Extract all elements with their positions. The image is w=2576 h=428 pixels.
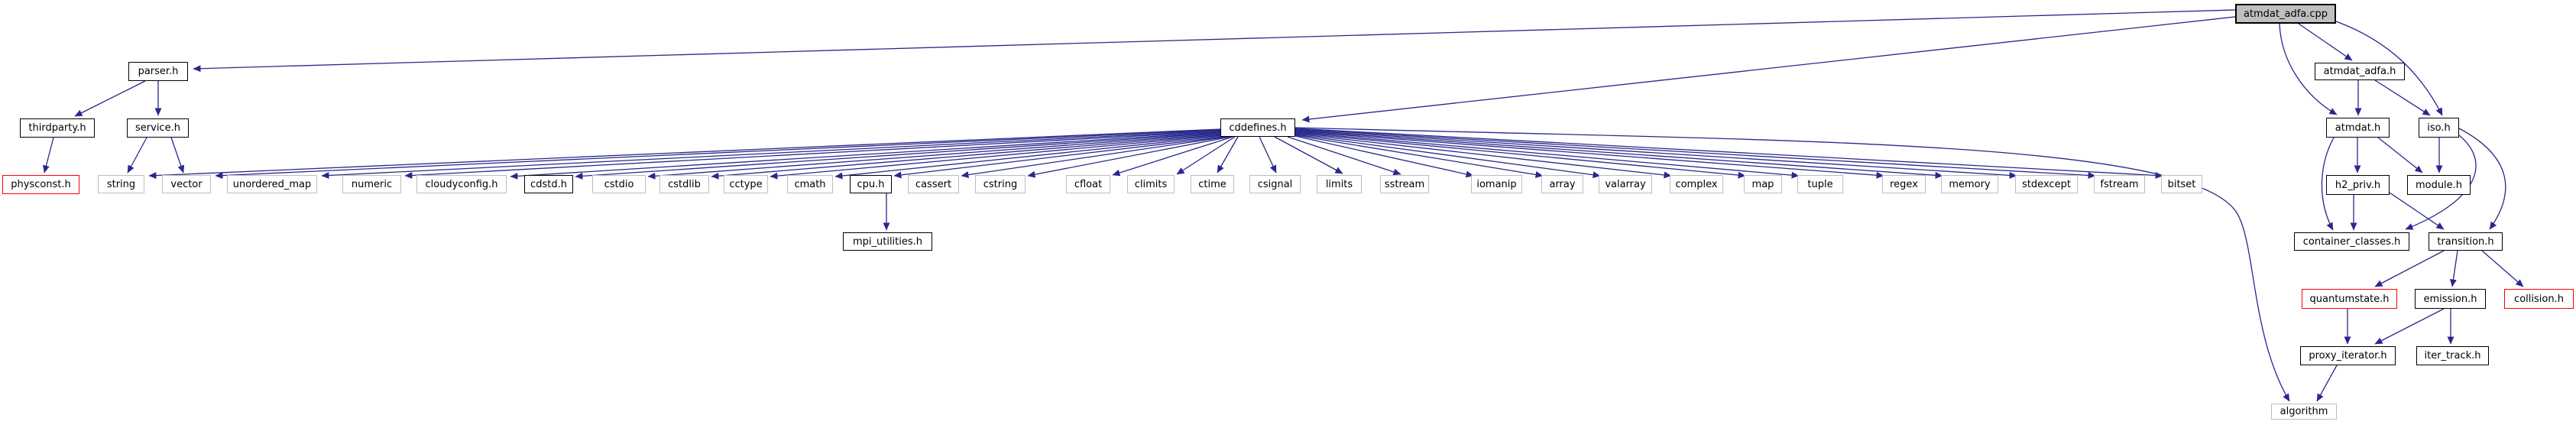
node-atmdat-h[interactable]: atmdat.h [2326, 118, 2390, 138]
node-sstream: sstream [1380, 175, 1429, 193]
node-tuple: tuple [1797, 175, 1843, 193]
node-stdexcept: stdexcept [2015, 175, 2078, 193]
node-limits: limits [1317, 175, 1362, 193]
node-array: array [1541, 175, 1583, 193]
node-collision-h[interactable]: collision.h [2504, 289, 2574, 309]
node-cdstd-h[interactable]: cdstd.h [524, 175, 573, 193]
node-container-classes-h[interactable]: container_classes.h [2294, 232, 2409, 251]
node-memory: memory [1941, 175, 1998, 193]
node-cctype: cctype [724, 175, 768, 193]
node-cloudyconfig-h: cloudyconfig.h [416, 175, 507, 193]
node-physconst-h[interactable]: physconst.h [2, 175, 79, 194]
node-valarray: valarray [1599, 175, 1652, 193]
node-numeric: numeric [342, 175, 401, 193]
node-complex: complex [1670, 175, 1723, 193]
node-map: map [1744, 175, 1782, 193]
node-cstring: cstring [975, 175, 1026, 193]
node-ctime: ctime [1191, 175, 1234, 193]
node-atmdat-adfa-h[interactable]: atmdat_adfa.h [2315, 63, 2405, 80]
node-csignal: csignal [1249, 175, 1301, 193]
node-bitset: bitset [2161, 175, 2202, 193]
node-atmdat-adfa-cpp[interactable]: atmdat_adfa.cpp [2235, 4, 2336, 24]
node-quantumstate-h[interactable]: quantumstate.h [2302, 289, 2397, 309]
node-cmath: cmath [787, 175, 833, 193]
node-iter-track-h[interactable]: iter_track.h [2416, 346, 2489, 365]
node-iso-h[interactable]: iso.h [2419, 118, 2459, 138]
node-unordered-map: unordered_map [227, 175, 317, 193]
node-h2-priv-h[interactable]: h2_priv.h [2326, 175, 2390, 195]
node-cddefines-h[interactable]: cddefines.h [1220, 118, 1295, 137]
node-emission-h[interactable]: emission.h [2415, 289, 2486, 309]
node-regex: regex [1882, 175, 1926, 193]
node-module-h[interactable]: module.h [2407, 175, 2471, 195]
node-vector: vector [162, 175, 211, 193]
node-cassert: cassert [908, 175, 959, 193]
node-parser-h[interactable]: parser.h [128, 62, 188, 81]
node-string: string [98, 175, 144, 193]
node-cfloat: cfloat [1066, 175, 1110, 193]
node-transition-h[interactable]: transition.h [2429, 232, 2503, 251]
node-cstdio: cstdio [592, 175, 646, 193]
node-algorithm: algorithm [2271, 404, 2337, 420]
node-thirdparty-h[interactable]: thirdparty.h [20, 118, 95, 138]
node-cstdlib: cstdlib [659, 175, 709, 193]
node-mpi-utilities-h[interactable]: mpi_utilities.h [843, 232, 932, 251]
node-cpu-h[interactable]: cpu.h [850, 175, 892, 193]
node-proxy-iterator-h[interactable]: proxy_iterator.h [2300, 346, 2396, 365]
node-iomanip: iomanip [1471, 175, 1522, 193]
node-service-h[interactable]: service.h [127, 118, 189, 138]
node-climits: climits [1127, 175, 1175, 193]
node-fstream: fstream [2094, 175, 2145, 193]
